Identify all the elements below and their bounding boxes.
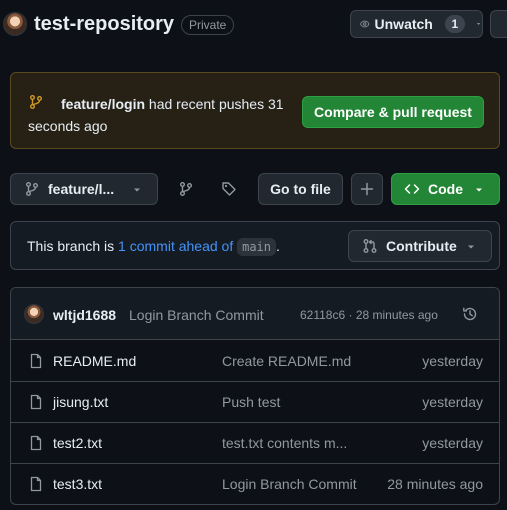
repo-title[interactable]: test-repository: [34, 13, 175, 35]
file-icon: [30, 353, 42, 369]
file-icon: [30, 435, 42, 451]
file-commit-message[interactable]: Create README.md: [222, 353, 352, 369]
file-commit-message[interactable]: test.txt contents m...: [222, 435, 348, 451]
recent-push-banner: feature/login had recent pushes 31 secon…: [10, 72, 500, 149]
contribute-button[interactable]: Contribute: [348, 230, 492, 262]
owner-avatar[interactable]: [3, 12, 27, 36]
chevron-down-icon: [468, 245, 474, 249]
file-icon: [30, 476, 42, 492]
git-branch-icon: [26, 182, 38, 196]
table-row[interactable]: README.md Create README.md yesterday: [11, 341, 499, 382]
git-branch-icon: [30, 95, 42, 109]
code-button[interactable]: Code: [391, 173, 500, 205]
git-pull-request-icon: [363, 239, 377, 253]
table-row[interactable]: test3.txt Login Branch Commit 28 minutes…: [11, 464, 499, 504]
branches-icon[interactable]: [178, 181, 194, 197]
chevron-down-icon: [476, 23, 481, 25]
branch-selector-label: feature/l...: [48, 181, 115, 197]
latest-commit-bar: wltjd1688 Login Branch Commit 62118c6 · …: [11, 288, 499, 340]
file-name[interactable]: jisung.txt: [53, 394, 109, 410]
file-name[interactable]: test3.txt: [53, 476, 103, 492]
branch-selector[interactable]: feature/l...: [10, 173, 158, 205]
go-to-file-button[interactable]: Go to file: [258, 173, 343, 205]
plus-icon: [360, 182, 374, 196]
contribute-label: Contribute: [386, 238, 457, 254]
file-commit-message[interactable]: Push test: [222, 394, 281, 410]
commit-message[interactable]: Login Branch Commit: [129, 307, 264, 323]
branch-status-box: This branch is 1 commit ahead of main. C…: [10, 221, 500, 270]
commits-ahead-link[interactable]: 1 commit ahead of: [118, 238, 234, 254]
unwatch-label: Unwatch: [374, 16, 433, 32]
file-commit-time: yesterday: [422, 435, 483, 451]
file-name[interactable]: README.md: [53, 353, 137, 369]
push-message-text: had recent pushes 31 seconds ago: [28, 96, 284, 134]
compare-pull-request-button[interactable]: Compare & pull request: [302, 96, 484, 128]
chevron-down-icon: [476, 188, 482, 192]
base-branch-pill[interactable]: main: [237, 238, 277, 256]
pushed-branch-name[interactable]: feature/login: [61, 96, 146, 112]
repo-header: test-repository Private Unwatch 1: [0, 0, 507, 50]
file-icon: [30, 394, 42, 410]
commit-hash-time[interactable]: 62118c6 · 28 minutes ago: [300, 308, 438, 322]
status-suffix: .: [276, 238, 280, 254]
file-table: wltjd1688 Login Branch Commit 62118c6 · …: [10, 287, 500, 505]
push-message: feature/login had recent pushes 31 secon…: [28, 93, 290, 137]
eye-icon: [360, 20, 370, 28]
tag-icon[interactable]: [221, 181, 237, 197]
watch-count: 1: [444, 15, 465, 33]
fork-button[interactable]: [490, 10, 507, 38]
table-row[interactable]: jisung.txt Push test yesterday: [11, 382, 499, 423]
unwatch-button[interactable]: Unwatch 1: [350, 10, 483, 38]
file-commit-time: 28 minutes ago: [387, 476, 483, 492]
status-prefix: This branch is: [27, 238, 119, 254]
commit-author[interactable]: wltjd1688: [53, 307, 117, 323]
add-file-button[interactable]: [351, 173, 383, 205]
file-commit-time: yesterday: [422, 353, 483, 369]
file-commit-time: yesterday: [422, 394, 483, 410]
code-button-label: Code: [428, 181, 463, 197]
code-icon: [404, 184, 420, 194]
file-commit-message[interactable]: Login Branch Commit: [222, 476, 357, 492]
commit-author-avatar[interactable]: [24, 304, 44, 324]
table-row[interactable]: test2.txt test.txt contents m... yesterd…: [11, 423, 499, 464]
history-icon[interactable]: [462, 306, 478, 322]
chevron-down-icon: [134, 188, 140, 192]
branch-status-text: This branch is 1 commit ahead of main.: [27, 237, 280, 256]
visibility-badge: Private: [181, 15, 235, 35]
file-name[interactable]: test2.txt: [53, 435, 103, 451]
